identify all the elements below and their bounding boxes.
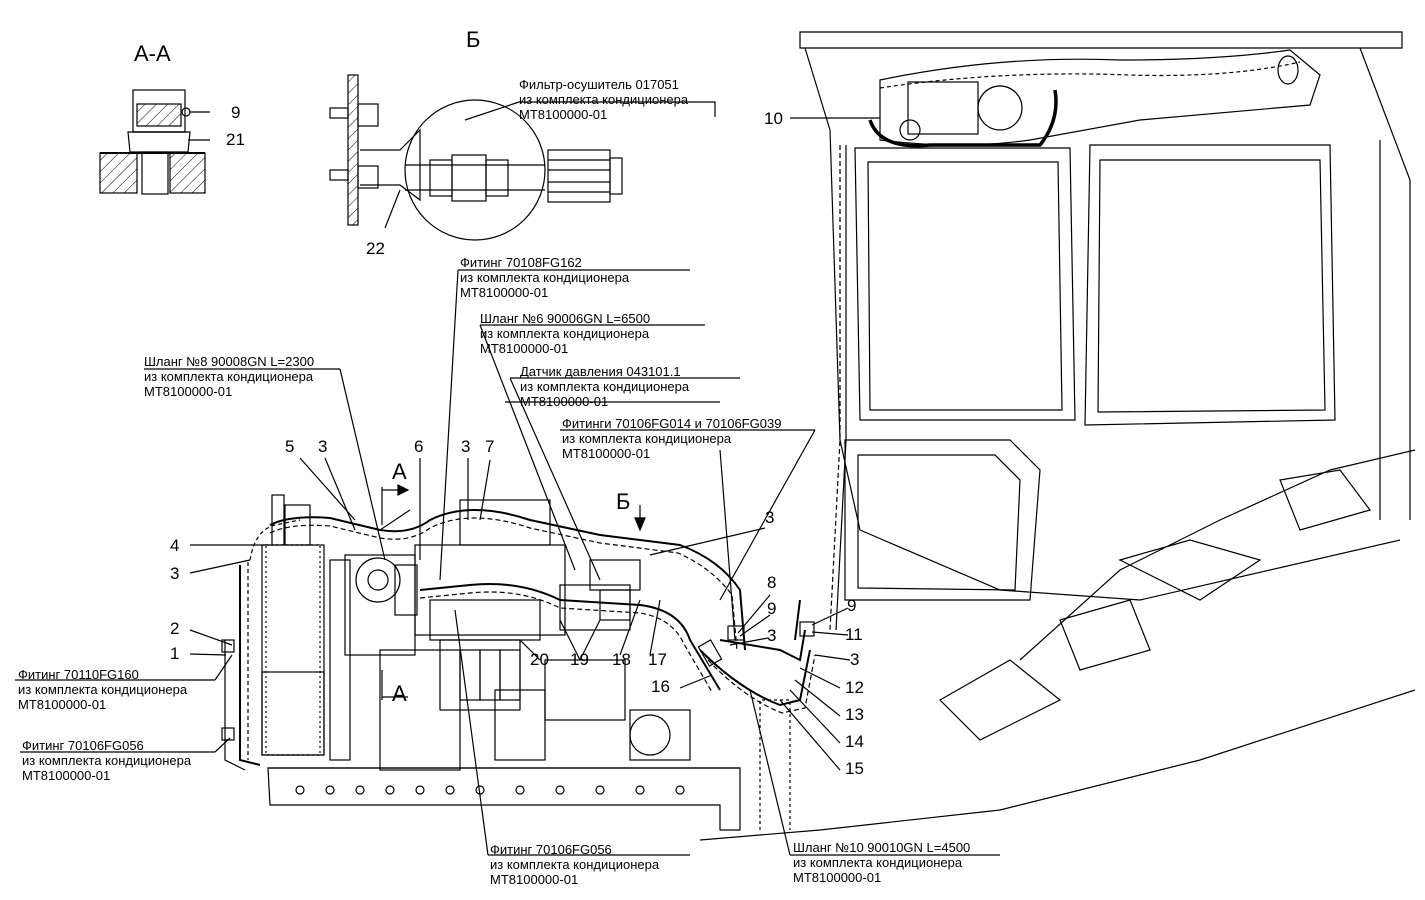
position-number: 21 [226,130,245,149]
callout-pressure-sensor: Датчик давления 043101.1 из комплекта ко… [520,364,689,409]
callout-line: из комплекта кондиционера [490,857,660,872]
callout-line: из комплекта кондиционера [562,431,732,446]
callout-line: Датчик давления 043101.1 [520,364,681,379]
position-number: 8 [767,573,777,592]
position-number: 3 [318,437,328,456]
engine-block [267,499,791,831]
callout-hose-6: Шланг №6 90006GN L=6500 из комплекта кон… [480,311,650,356]
callout-line: МТ8100000-01 [793,870,882,885]
radiator-assembly [221,494,351,771]
callout-fittings-014-039: Фитинги 70106FG014 и 70106FG039 из компл… [562,416,781,461]
callout-line: МТ8100000-01 [460,285,549,300]
position-number: 20 [530,650,549,669]
hose-routes [269,509,816,714]
callout-line: из комплекта кондиционера [460,270,630,285]
position-number: 16 [651,677,670,696]
callout-line: из комплекта кондиционера [144,369,314,384]
callout-line: Фильтр-осушитель 017051 [519,77,679,92]
callout-fitting-056-bottom: Фитинг 70106FG056 из комплекта кондицион… [490,842,659,887]
section-title-b: Б [466,27,481,52]
callout-line: МТ8100000-01 [144,384,233,399]
callout-hose-8: Шланг №8 90008GN L=2300 из комплекта кон… [144,354,314,399]
callout-line: из комплекта кондиционера [793,855,963,870]
callout-line: Фитинг 70110FG160 [18,667,139,682]
callout-line: МТ8100000-01 [562,446,651,461]
position-number: 9 [767,599,777,618]
section-cut-markers [381,484,646,700]
callout-fitting-162: Фитинг 70108FG162 из комплекта кондицион… [460,255,629,300]
position-number: 3 [461,437,471,456]
callout-line: Фитинг 70106FG056 [22,738,144,753]
position-number: 22 [366,239,385,258]
position-number: 12 [845,678,864,697]
callout-filter-dryer: Фильтр-осушитель 017051 из комплекта кон… [519,77,688,122]
position-number: 5 [285,437,295,456]
cab-outline [699,31,1416,841]
position-number: 18 [612,650,631,669]
callout-fitting-056-left: Фитинг 70106FG056 из комплекта кондицион… [22,738,191,783]
position-number: 7 [485,437,495,456]
callout-line: из комплекта кондиционера [520,379,690,394]
callout-line: МТ8100000-01 [520,394,609,409]
callout-line: МТ8100000-01 [22,768,111,783]
position-number: 1 [170,644,180,663]
callout-line: из комплекта кондиционера [519,92,689,107]
position-number: 9 [231,103,241,122]
callout-line: МТ8100000-01 [519,107,608,122]
callout-line: Фитинг 70108FG162 [460,255,582,270]
callout-hose-10: Шланг №10 90010GN L=4500 из комплекта ко… [793,840,970,885]
position-number: 14 [845,732,864,751]
position-number: 19 [570,650,589,669]
position-number: 3 [850,650,860,669]
callout-line: Шланг №8 90008GN L=2300 [144,354,315,369]
cut-marker-a-bottom: А [392,681,407,706]
position-number: 3 [767,626,777,645]
callout-line: Шланг №10 90010GN L=4500 [793,840,971,855]
callout-line: МТ8100000-01 [480,341,569,356]
callout-line: МТ8100000-01 [490,872,579,887]
position-number: 11 [845,625,863,644]
callout-line: Фитинги 70106FG014 и 70106FG039 [562,416,782,431]
callout-line: МТ8100000-01 [18,697,107,712]
position-number: 2 [170,619,180,638]
position-number: 13 [845,705,864,724]
cut-marker-b: Б [616,489,631,514]
position-number: 4 [170,536,180,555]
position-number: 6 [414,437,424,456]
position-number: 15 [845,759,864,778]
callout-line: из комплекта кондиционера [22,753,192,768]
callout-line: из комплекта кондиционера [480,326,650,341]
cut-marker-a-top: А [392,459,407,484]
position-number: 10 [764,109,783,128]
section-aa-detail [99,89,210,195]
section-title-aa: А-А [134,41,171,66]
position-number: 3 [170,564,180,583]
position-number: 9 [847,596,857,615]
callout-line: из комплекта кондиционера [18,682,188,697]
section-b-detail [329,74,623,241]
callout-line: Шланг №6 90006GN L=6500 [480,311,651,326]
callout-fitting-160: Фитинг 70110FG160 из комплекта кондицион… [18,667,187,712]
leader-lines [15,101,1000,856]
position-number: 3 [765,508,775,527]
position-number: 17 [648,650,667,669]
callout-line: Фитинг 70106FG056 [490,842,612,857]
